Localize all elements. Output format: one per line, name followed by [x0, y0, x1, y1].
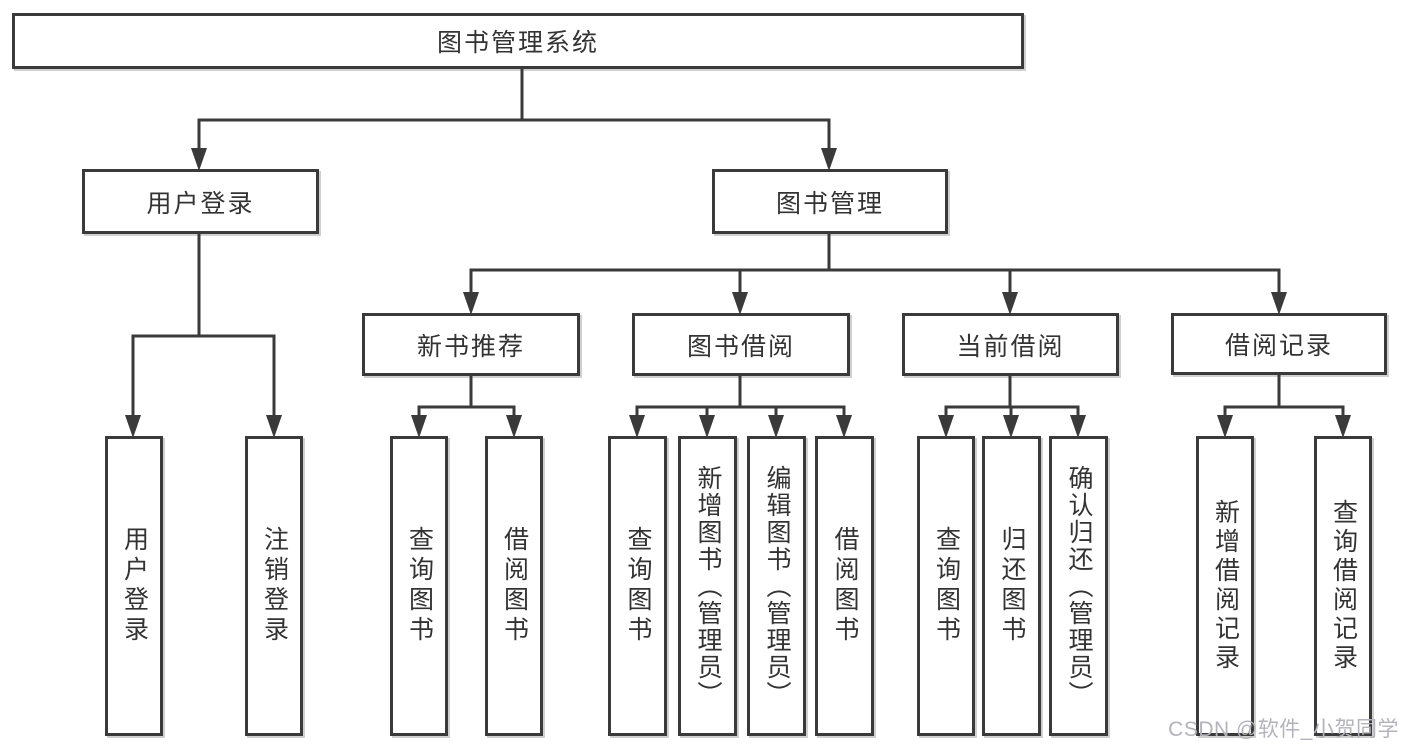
- leaf-bb-edit-books-admin: 编辑图书（管理员）: [747, 436, 806, 736]
- node-book-management: 图书管理: [712, 169, 948, 234]
- leaf-user-login: 用户登录: [105, 436, 163, 736]
- leaf-bb-add-books-admin: 新增图书（管理员）: [678, 436, 737, 736]
- node-current-borrow: 当前借阅: [902, 313, 1119, 376]
- leaf-br-add-borrow-record: 新增借阅记录: [1196, 436, 1254, 736]
- leaf-cb-confirm-return-admin: 确认归还（管理员）: [1049, 436, 1108, 736]
- node-new-book-recommend: 新书推荐: [362, 313, 580, 376]
- node-label: 图书管理系统: [436, 29, 599, 57]
- node-label: 新书推荐: [416, 332, 525, 361]
- node-label: 图书借阅: [686, 332, 795, 361]
- leaf-cb-query-books: 查询图书: [917, 436, 975, 736]
- leaf-cb-return-books: 归还图书: [982, 436, 1041, 736]
- node-label: 用户登录: [146, 189, 255, 218]
- leaf-bb-borrow-books: 借阅图书: [815, 436, 874, 736]
- node-label: 借阅记录: [1224, 332, 1333, 360]
- leaf-br-query-borrow-record: 查询借阅记录: [1314, 436, 1372, 736]
- node-borrow-records: 借阅记录: [1171, 313, 1387, 375]
- leaf-bb-query-books: 查询图书: [608, 436, 667, 736]
- node-user-login: 用户登录: [82, 169, 319, 234]
- leaf-logout-login: 注销登录: [245, 436, 303, 736]
- node-label: 图书管理: [775, 189, 884, 218]
- leaf-nbr-borrow-books: 借阅图书: [485, 436, 543, 736]
- node-label: 当前借阅: [956, 332, 1065, 361]
- node-book-borrow: 图书借阅: [632, 313, 850, 376]
- leaf-nbr-query-books: 查询图书: [390, 436, 448, 736]
- watermark: CSDN @软件_小贺同学: [1168, 718, 1399, 741]
- node-root-library-system: 图书管理系统: [12, 13, 1024, 69]
